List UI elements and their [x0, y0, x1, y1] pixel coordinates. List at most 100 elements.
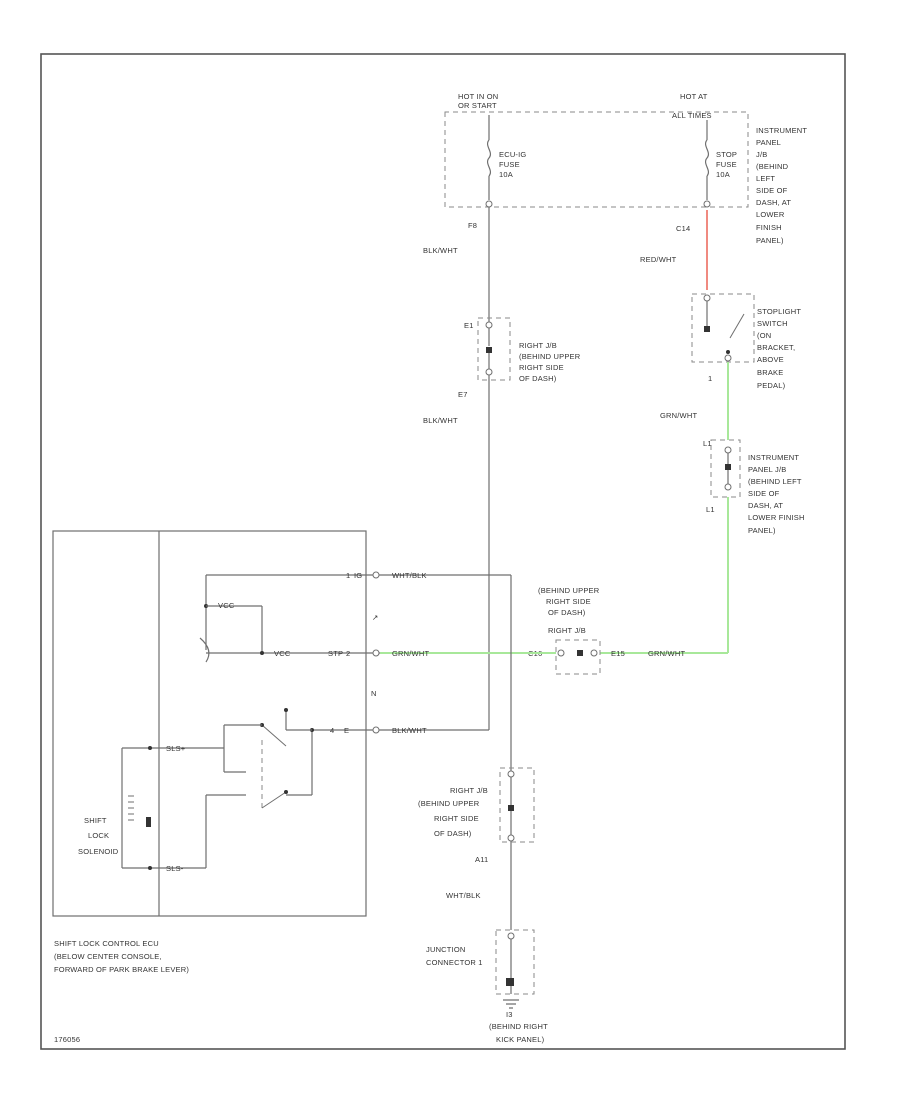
- solenoid-label: SOLENOID: [78, 847, 119, 856]
- vcc-label: VCC: [218, 601, 235, 610]
- ip-jb-2-label: SIDE OF: [748, 489, 780, 498]
- stp-node: [260, 651, 264, 655]
- stoplight-switch-label: ABOVE: [757, 355, 784, 364]
- right-jb-label: RIGHT SIDE: [519, 363, 564, 372]
- instrument-panel-jb-box: [444, 111, 749, 208]
- ecu-ig-fuse-label: 10A: [499, 170, 513, 179]
- connector-l1-label: L1: [706, 505, 715, 514]
- connector-c14-pin: [703, 200, 711, 208]
- wire-color-label: BLK/WHT: [423, 246, 458, 255]
- ecu-pin-number: 1: [346, 571, 350, 580]
- right-jb-label: RIGHT J/B: [519, 341, 557, 350]
- ecu-pin-label: E: [344, 726, 349, 735]
- right-jb-pin: [485, 368, 493, 376]
- connector-e7-label: E7: [458, 390, 468, 399]
- ecu-ig-fuse-icon: [486, 139, 492, 177]
- right-jb-terminal: [508, 805, 514, 811]
- connector-n-label: N: [371, 689, 377, 698]
- stoplight-switch-box: [691, 293, 755, 363]
- right-jb-3-label: (BEHIND UPPER: [418, 799, 480, 808]
- ip-jb-label: INSTRUMENT: [756, 126, 807, 135]
- right-jb-pin: [557, 649, 565, 657]
- wire-color-label: BLK/WHT: [392, 726, 427, 735]
- wire-color-label: BLK/WHT: [423, 416, 458, 425]
- right-jb-3-label: RIGHT J/B: [450, 786, 488, 795]
- junction-connector-box: [495, 929, 535, 995]
- stoplight-switch-label: BRAKE: [757, 368, 783, 377]
- junction-connector-label: JUNCTION: [426, 945, 466, 954]
- stoplight-switch-pin: [724, 354, 732, 362]
- connector-l1-top-label: L1: [703, 439, 712, 448]
- wire-color-label: WHT/BLK: [392, 571, 427, 580]
- ig-circuit: F8 BLK/WHT E1 RIGHT J/B (BEHIND UPPER RI…: [423, 200, 581, 730]
- ip-jb-label: PANEL: [756, 138, 781, 147]
- stop-fuse-label: STOP: [716, 150, 737, 159]
- power-source-group: HOT IN ON OR START HOT AT ALL TIMES ECU-…: [444, 92, 807, 245]
- right-jb-box-2: [555, 639, 601, 675]
- ecu-box: [52, 530, 367, 917]
- ecu-pin-e: [372, 726, 380, 734]
- switch-mark: ↗: [372, 613, 378, 622]
- right-jb-middle: (BEHIND UPPER RIGHT SIDE OF DASH) RIGHT …: [380, 586, 625, 675]
- right-jb-2-label: RIGHT J/B: [548, 626, 586, 635]
- ip-jb-label: LOWER: [756, 210, 785, 219]
- connector-f8-label: F8: [468, 221, 477, 230]
- ip-jb-label: J/B: [756, 150, 767, 159]
- ground-label: (BEHIND RIGHT: [489, 1022, 548, 1031]
- ecu-pin-sl: [148, 746, 152, 750]
- ground-label: I3: [506, 1010, 513, 1019]
- connector-c14-label: C14: [676, 224, 690, 233]
- stoplight-switch-label: BRACKET,: [757, 343, 795, 352]
- right-jb-label: (BEHIND UPPER: [519, 352, 581, 361]
- ecu-pin-label: IG: [354, 571, 362, 580]
- connector-e1-label: E1: [464, 321, 474, 330]
- connector-e15-label: E15: [611, 649, 625, 658]
- stoplight-switch-terminal: [704, 326, 710, 332]
- connector-1-label: 1: [708, 374, 712, 383]
- right-jb-3-label: RIGHT SIDE: [434, 814, 479, 823]
- ecu-pin-label: STP: [328, 649, 343, 658]
- ecu-ig-fuse-label: ECU-IG: [499, 150, 526, 159]
- sl-minus-label: SLS-: [166, 864, 184, 873]
- hot-ign-label: OR START: [458, 101, 497, 110]
- ecu-pin-number: 2: [346, 649, 350, 658]
- right-jb-pin: [590, 649, 598, 657]
- right-jb-terminal: [577, 650, 583, 656]
- ip-jb-label: PANEL): [756, 236, 784, 245]
- connector-f8-pin: [485, 200, 493, 208]
- wire-color-label: GRN/WHT: [392, 649, 429, 658]
- right-jb-pin: [507, 834, 515, 842]
- right-jb-box-3: [499, 767, 535, 843]
- wire-color-label: GRN/WHT: [660, 411, 697, 420]
- ip-jb-2-label: (BEHIND LEFT: [748, 477, 802, 486]
- right-jb-3-label: OF DASH): [434, 829, 472, 838]
- ecu-pin-sl: [148, 866, 152, 870]
- stoplight-switch-label: SWITCH: [757, 319, 788, 328]
- junction-pin: [507, 932, 515, 940]
- sl-plus-label: SLS+: [166, 744, 186, 753]
- hot-all-label: HOT AT: [680, 92, 708, 101]
- hot-all-label: ALL TIMES: [672, 111, 712, 120]
- right-jb-box-1: [477, 317, 511, 381]
- stoplight-switch-pin: [703, 294, 711, 302]
- stoplight-switch-contact: [726, 350, 730, 354]
- solenoid-label: SHIFT: [84, 816, 107, 825]
- vcc-label: VCC: [274, 649, 291, 658]
- ground-label: KICK PANEL): [496, 1035, 545, 1044]
- stop-circuit: C14 RED/WHT STOPLIGHT SWITCH (ON BRACKET…: [600, 200, 805, 658]
- right-jb-pin: [507, 770, 515, 778]
- right-jb-pin: [485, 321, 493, 329]
- ip-jb-2-label: PANEL): [748, 526, 776, 535]
- ip-jb-box-2: [710, 439, 741, 498]
- diagram-frame: [40, 53, 846, 1050]
- solenoid-coil-icon: [128, 795, 134, 821]
- right-jb-2-label: RIGHT SIDE: [546, 597, 591, 606]
- ip-jb-pin: [724, 446, 732, 454]
- ecu-pin-stp: [372, 649, 380, 657]
- connector-a11-label: A11: [475, 855, 488, 864]
- stop-fuse-icon: [704, 139, 710, 177]
- ip-jb-2-label: LOWER FINISH: [748, 513, 805, 522]
- ip-jb-label: LEFT: [756, 174, 775, 183]
- ip-jb-terminal: [725, 464, 731, 470]
